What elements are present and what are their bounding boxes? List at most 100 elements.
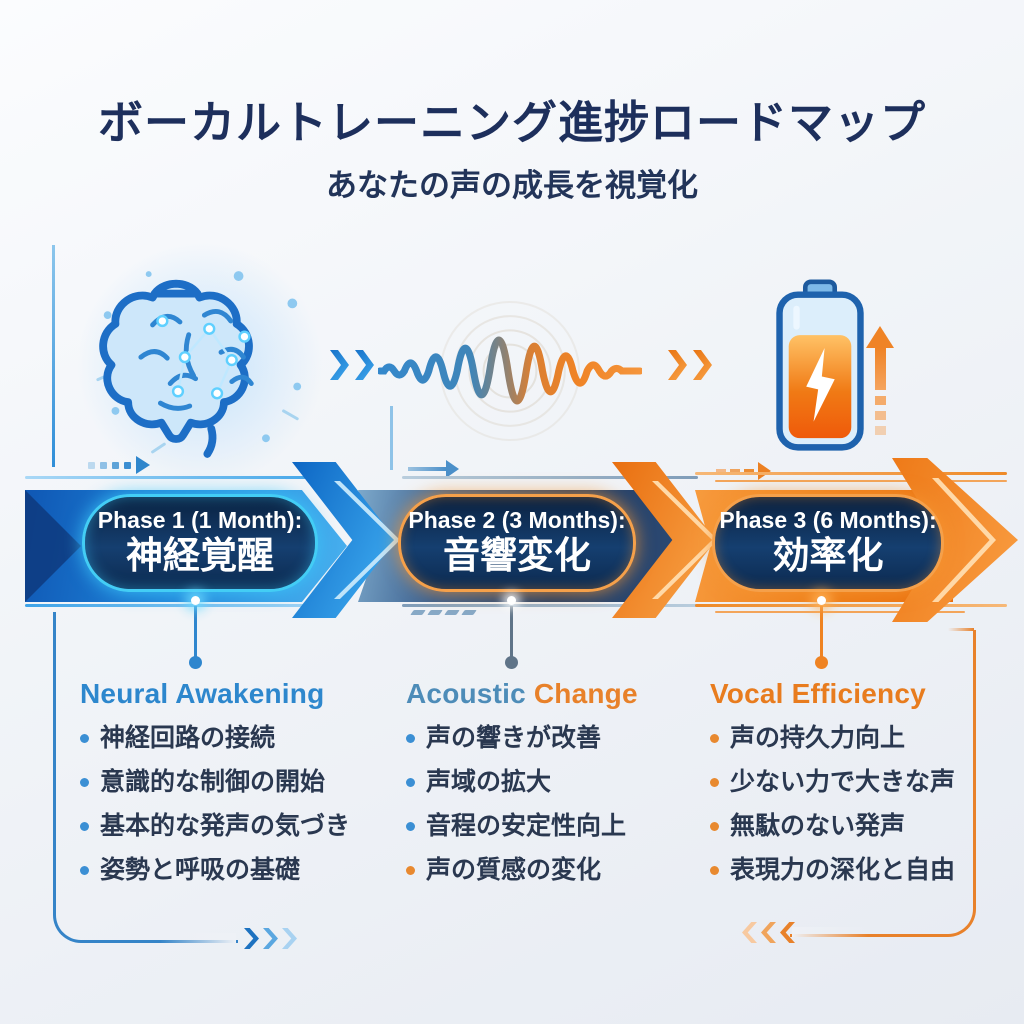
bracket-fade (792, 927, 868, 937)
list-item: 神経回路の接続 (80, 722, 392, 754)
column-vocal-efficiency: Vocal Efficiency 声の持久力向上 少ない力で大きな声 無駄のない… (710, 678, 1022, 898)
arrow-head (758, 462, 771, 480)
chevron-icon (761, 922, 776, 943)
chevron-icon (693, 350, 712, 380)
stem-dot-phase2 (505, 656, 518, 669)
column-neural-awakening: Neural Awakening 神経回路の接続 意識的な制御の開始 基本的な発… (80, 678, 392, 898)
chevron-icon (668, 350, 687, 380)
chevron-icon (282, 928, 297, 949)
arrow-right-icon (408, 460, 459, 478)
phase2-pill: Phase 2 (3 Months): 音響変化 (398, 494, 636, 592)
bullet-icon (406, 822, 415, 831)
bullet-icon (406, 778, 415, 787)
heading-text: Neural Awakening (80, 678, 325, 709)
phase1-pill: Phase 1 (1 Month): 神経覚醒 (82, 494, 318, 592)
list-item: 無駄のない発声 (710, 810, 1022, 842)
list-item: 姿勢と呼吸の基礎 (80, 854, 392, 886)
stem-dot-phase3 (815, 656, 828, 669)
bracket-left (53, 612, 238, 943)
arrow-dash (874, 426, 886, 435)
arrow-up-head (866, 326, 894, 348)
arrow-head (446, 460, 459, 478)
bullet-icon (80, 822, 89, 831)
chevron-icon (742, 922, 757, 943)
dashed-arrow-right-icon (716, 462, 771, 480)
bullet-icon (710, 822, 719, 831)
chevron-icon (355, 350, 374, 380)
stem-dot-phase1 (189, 656, 202, 669)
double-chevron-right-icon (244, 928, 297, 949)
brain-icon (96, 271, 302, 458)
column3-list: 声の持久力向上 少ない力で大きな声 無駄のない発声 表現力の深化と自由 (710, 722, 1022, 886)
list-item-text: 無駄のない発声 (730, 812, 906, 840)
arrow-line (408, 467, 446, 471)
list-item: 音程の安定性向上 (406, 810, 718, 842)
double-chevron-right-icon (668, 350, 712, 380)
heading-text: Change (525, 678, 638, 709)
list-item-text: 表現力の深化と自由 (730, 856, 956, 884)
dot (88, 461, 95, 469)
accent-line (402, 476, 698, 479)
column-acoustic-change: Acoustic Change 声の響きが改善 声域の拡大 音程の安定性向上 声… (406, 678, 718, 898)
dot (112, 461, 119, 469)
accent-line (695, 472, 1007, 475)
slash-marks (410, 610, 477, 615)
list-item: 意識的な制御の開始 (80, 766, 392, 798)
phase3-pill: Phase 3 (6 Months): 効率化 (712, 494, 944, 592)
arrow-dash (874, 411, 886, 420)
chevron-icon (263, 928, 278, 949)
dotted-arrow-right-icon (88, 456, 150, 474)
list-item-text: 声の響きが改善 (426, 724, 602, 752)
list-item-text: 基本的な発声の気づき (100, 812, 351, 840)
list-item-text: 姿勢と呼吸の基礎 (100, 856, 301, 884)
phase1-name: 神経覚醒 (126, 535, 274, 577)
sparkle (817, 596, 826, 605)
battery-charging-icon (776, 279, 864, 451)
arrow-dash (874, 396, 886, 405)
double-chevron-right-icon (330, 350, 374, 380)
stem-phase1 (194, 606, 197, 658)
column1-list: 神経回路の接続 意識的な制御の開始 基本的な発声の気づき 姿勢と呼吸の基礎 (80, 722, 392, 886)
accent-line (25, 604, 343, 607)
dash (716, 469, 726, 473)
bullet-icon (406, 734, 415, 743)
sparkle (507, 596, 516, 605)
waveform-icon (378, 300, 642, 442)
list-item: 声域の拡大 (406, 766, 718, 798)
list-item: 表現力の深化と自由 (710, 854, 1022, 886)
sparkle (191, 596, 200, 605)
list-item-text: 音程の安定性向上 (426, 812, 627, 840)
list-item-text: 声の持久力向上 (730, 724, 906, 752)
bullet-icon (80, 734, 89, 743)
bullet-icon (710, 866, 719, 875)
list-item: 声の質感の変化 (406, 854, 718, 886)
arrow-up-icon (866, 326, 894, 435)
stem-phase3 (820, 606, 823, 658)
bracket-hook (948, 628, 974, 631)
accent-line (25, 476, 343, 479)
bracket-right (790, 630, 976, 937)
list-item: 基本的な発声の気づき (80, 810, 392, 842)
column2-heading: Acoustic Change (406, 678, 718, 710)
phase3-name: 効率化 (772, 535, 884, 577)
list-item-text: 声の質感の変化 (426, 856, 602, 884)
bullet-icon (406, 866, 415, 875)
bullet-icon (80, 778, 89, 787)
heading-text: Acoustic (406, 678, 526, 709)
slash (410, 610, 426, 615)
bullet-icon (80, 866, 89, 875)
arrow-head (136, 456, 150, 474)
dot (100, 461, 107, 469)
page-subtitle: あなたの声の成長を視覚化 (326, 168, 698, 203)
bracket-fade (160, 933, 236, 943)
phase3-label: Phase 3 (6 Months): (719, 507, 937, 534)
list-item-text: 少ない力で大きな声 (730, 768, 956, 796)
double-chevron-left-icon (742, 922, 795, 943)
vertical-guide-line (52, 245, 55, 467)
slash (444, 610, 460, 615)
accent-line (402, 604, 698, 607)
column2-list: 声の響きが改善 声域の拡大 音程の安定性向上 声の質感の変化 (406, 722, 718, 886)
list-item: 声の持久力向上 (710, 722, 1022, 754)
phase1-label: Phase 1 (1 Month): (97, 507, 303, 534)
